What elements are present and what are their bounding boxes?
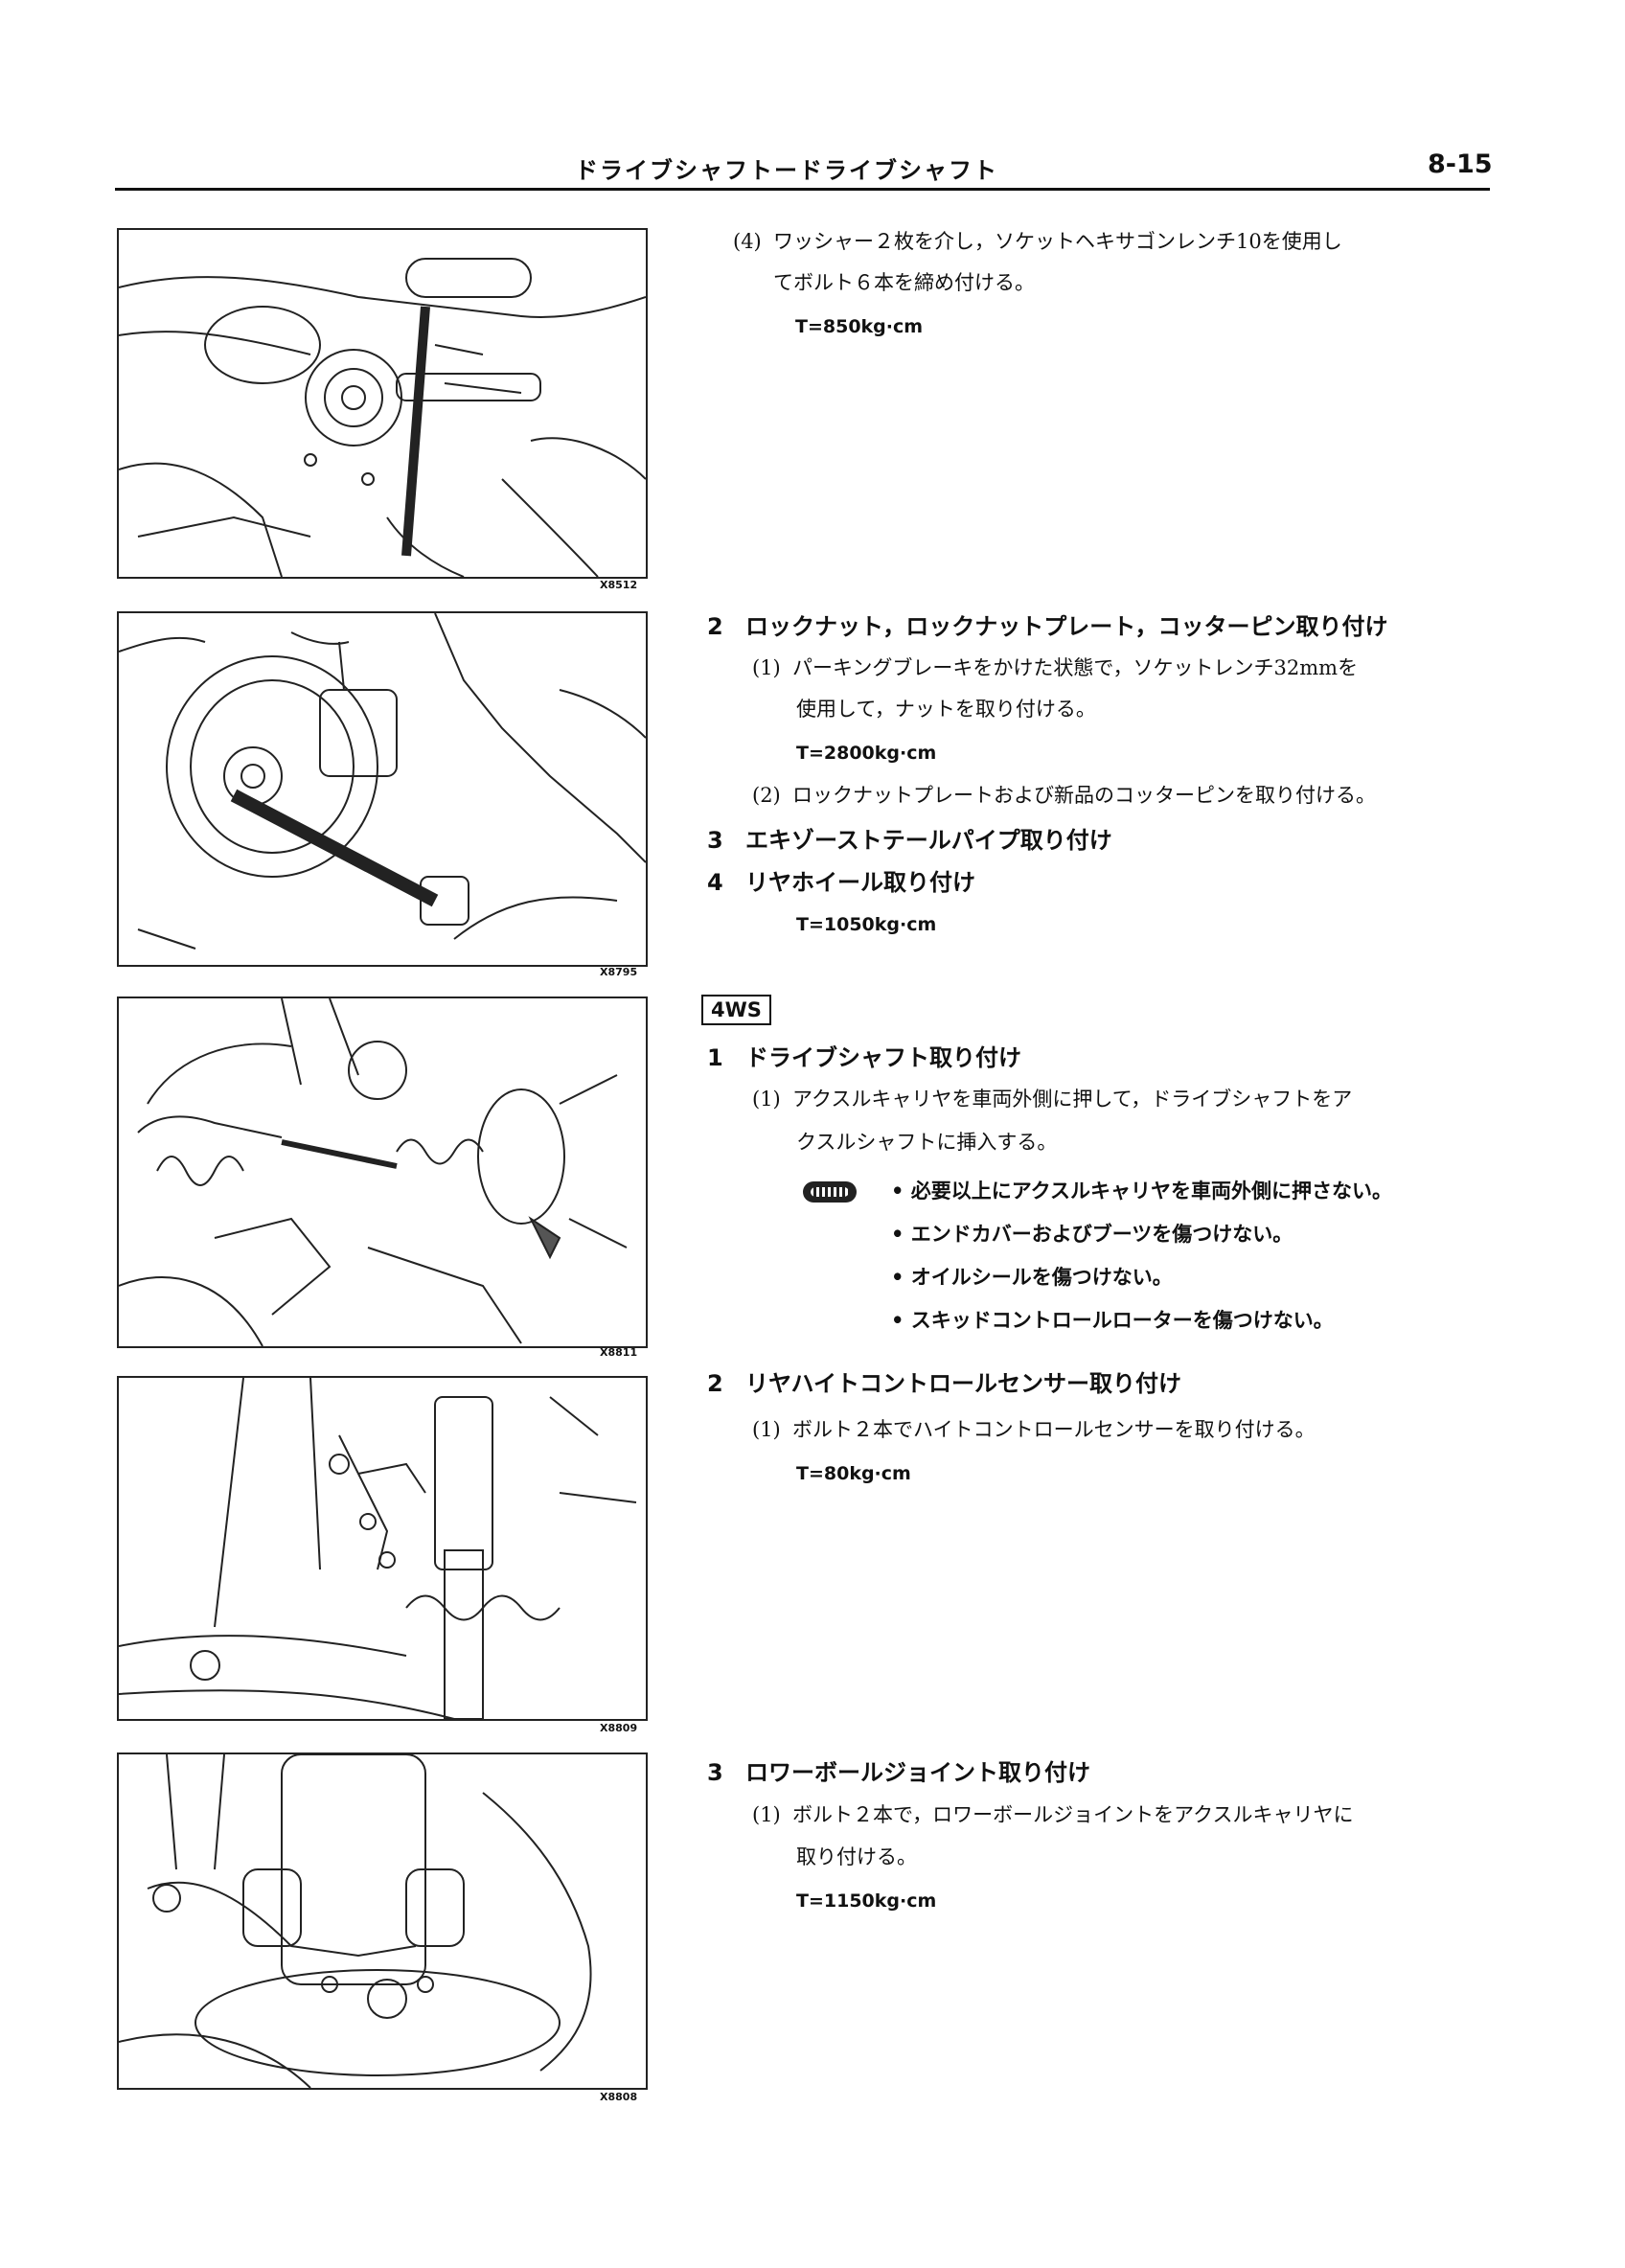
step-heading: 2 ロックナット，ロックナットプレート，コッターピン取り付け xyxy=(707,613,1388,641)
step-title: リヤハイトコントロールセンサー取り付け xyxy=(745,1370,1182,1397)
substep-number: (4) xyxy=(733,230,762,253)
section-tag-4ws: 4WS xyxy=(701,995,771,1025)
caution-item: • スキッドコントロールローターを傷つけない。 xyxy=(891,1308,1334,1332)
step-number: 4 xyxy=(707,869,723,896)
figure-code: X8795 xyxy=(600,966,638,978)
step-heading: 4 リヤホイール取り付け xyxy=(707,869,975,897)
lower-ball-joint-illustration xyxy=(119,1754,592,2088)
torque-spec: T=850kg·cm xyxy=(795,316,924,337)
drive-shaft-axle-carrier-illustration xyxy=(119,998,628,1346)
substep-text: ワッシャー２枚を介し，ソケットヘキサゴンレンチ10を使用し xyxy=(773,230,1342,253)
figure-code: X8811 xyxy=(600,1346,638,1359)
step-number: 2 xyxy=(707,613,723,640)
step-number: 2 xyxy=(707,1370,723,1397)
figure-drive-shaft-bolts xyxy=(117,228,648,579)
rear-hub-locknut-wrench-illustration xyxy=(119,613,646,950)
page-title: ドライブシャフトードライブシャフト xyxy=(575,157,998,184)
figure-lower-ball-joint xyxy=(117,1753,648,2090)
torque-spec: T=2800kg·cm xyxy=(796,743,937,764)
substep-number: (1) xyxy=(752,1088,781,1111)
instruction-substep: (1) アクスルキャリヤを車両外側に押して，ドライブシャフトをア xyxy=(752,1088,1352,1111)
step-heading: 1 ドライブシャフト取り付け xyxy=(707,1044,1021,1072)
caution-badge-icon xyxy=(803,1181,857,1203)
step-number: 3 xyxy=(707,1759,723,1786)
step-heading: 3 ロワーボールジョイント取り付け xyxy=(707,1759,1090,1787)
substep-text-continued: クスルシャフトに挿入する。 xyxy=(796,1131,1058,1154)
figure-height-sensor xyxy=(117,1376,648,1721)
substep-text-continued: 取り付ける。 xyxy=(796,1845,917,1868)
substep-number: (1) xyxy=(752,1803,781,1826)
caution-item: • オイルシールを傷つけない。 xyxy=(891,1265,1173,1289)
substep-text-continued: 使用して，ナットを取り付ける。 xyxy=(796,698,1096,721)
step-title: ドライブシャフト取り付け xyxy=(745,1044,1021,1071)
instruction-substep: (2) ロックナットプレートおよび新品のコッターピンを取り付ける。 xyxy=(752,784,1376,808)
substep-text: パーキングブレーキをかけた状態で，ソケットレンチ32mmを xyxy=(792,656,1359,679)
step-heading: 3 エキゾーストテールパイプ取り付け xyxy=(707,827,1112,855)
figure-code: X8809 xyxy=(600,1722,638,1734)
step-number: 3 xyxy=(707,827,723,854)
instruction-substep: (1) パーキングブレーキをかけた状態で，ソケットレンチ32mmを xyxy=(752,656,1358,680)
instruction-substep: (1) ボルト２本で，ロワーボールジョイントをアクスルキャリヤに xyxy=(752,1803,1353,1827)
substep-number: (1) xyxy=(752,1418,781,1441)
drive-shaft-bolt-wrench-illustration xyxy=(119,258,646,577)
figure-drive-shaft xyxy=(117,997,648,1348)
step-heading: 2 リヤハイトコントロールセンサー取り付け xyxy=(707,1370,1181,1398)
figure-locknut xyxy=(117,611,648,967)
caution-item: • 必要以上にアクスルキャリヤを車両外側に押さない。 xyxy=(891,1179,1393,1203)
torque-spec: T=1050kg·cm xyxy=(796,914,937,935)
substep-number: (2) xyxy=(752,784,781,807)
substep-text: ボルト２本で，ロワーボールジョイントをアクスルキャリヤに xyxy=(792,1803,1354,1826)
step-title: リヤホイール取り付け xyxy=(745,869,975,896)
substep-text-continued: てボルト６本を締め付ける。 xyxy=(773,271,1035,294)
figure-code: X8512 xyxy=(600,579,638,591)
torque-spec: T=1150kg·cm xyxy=(796,1890,937,1912)
figure-code: X8808 xyxy=(600,2091,638,2103)
step-number: 1 xyxy=(707,1044,723,1071)
header-rule xyxy=(115,188,1490,191)
step-title: ロワーボールジョイント取り付け xyxy=(745,1759,1090,1786)
step-title: ロックナット，ロックナットプレート，コッターピン取り付け xyxy=(745,613,1388,640)
instruction-substep: (4) ワッシャー２枚を介し，ソケットヘキサゴンレンチ10を使用し xyxy=(733,230,1342,254)
caution-item: • エンドカバーおよびブーツを傷つけない。 xyxy=(891,1222,1293,1246)
substep-number: (1) xyxy=(752,656,781,679)
torque-spec: T=80kg·cm xyxy=(796,1463,911,1484)
height-control-sensor-illustration xyxy=(119,1378,637,1719)
page-number: 8-15 xyxy=(1428,149,1493,179)
substep-text: ボルト２本でハイトコントロールセンサーを取り付ける。 xyxy=(792,1418,1316,1441)
step-title: エキゾーストテールパイプ取り付け xyxy=(745,827,1112,854)
substep-text: ロックナットプレートおよび新品のコッターピンを取り付ける。 xyxy=(792,784,1376,807)
substep-text: アクスルキャリヤを車両外側に押して，ドライブシャフトをア xyxy=(792,1088,1353,1111)
instruction-substep: (1) ボルト２本でハイトコントロールセンサーを取り付ける。 xyxy=(752,1418,1316,1442)
